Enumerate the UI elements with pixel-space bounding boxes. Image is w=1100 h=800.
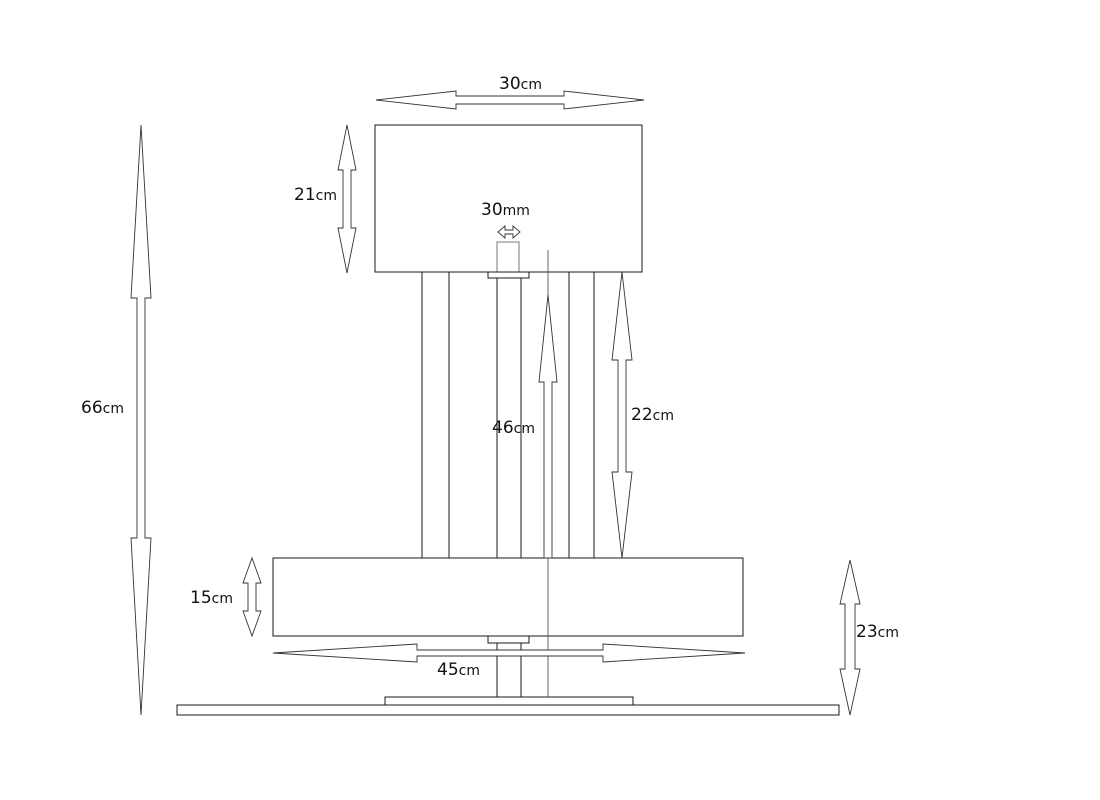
arrow-foot-height	[839, 559, 861, 716]
arrow-shade-height	[337, 124, 357, 274]
dimension-arrows	[130, 90, 861, 716]
label-base-width: 45cm	[437, 660, 480, 680]
arrow-base-height	[242, 556, 262, 638]
floor-plate	[176, 704, 840, 716]
label-socket-width: 30mm	[481, 200, 530, 220]
label-column-height: 22cm	[631, 405, 674, 425]
label-total-height: 66cm	[81, 398, 124, 418]
arrow-column-height	[611, 271, 633, 559]
label-shade-width: 30cm	[499, 74, 542, 94]
label-stem-height: 46cm	[492, 418, 535, 438]
bulb-socket	[496, 241, 520, 273]
arrow-stem-height	[538, 294, 558, 559]
arrow-total-height	[130, 124, 152, 716]
label-base-height: 15cm	[190, 588, 233, 608]
arrow-shade-width	[375, 90, 645, 110]
lamp-outline	[176, 124, 840, 716]
socket-collar	[487, 271, 530, 279]
plinth	[384, 696, 634, 706]
dimension-labels: 30cm 21cm 30mm 66cm 46cm 22cm 15cm 45cm …	[81, 74, 899, 680]
arrow-socket-width	[497, 225, 521, 239]
base-collar	[487, 635, 530, 644]
label-foot-height: 23cm	[856, 622, 899, 642]
lamp-base	[272, 557, 744, 637]
arrow-base-width	[272, 643, 746, 663]
label-shade-height: 21cm	[294, 185, 337, 205]
